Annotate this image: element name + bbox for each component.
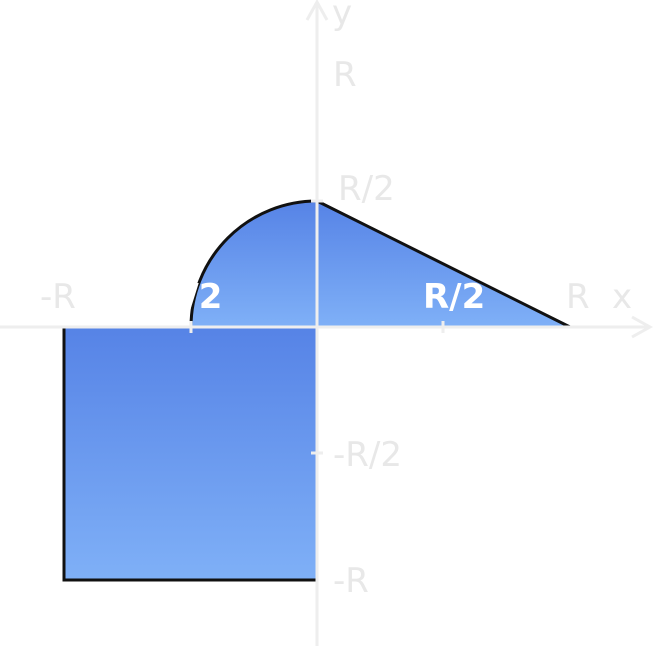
x-axis-arrow: [631, 315, 653, 339]
square-outline: [62, 327, 317, 582]
square-fill: [64, 327, 317, 580]
triangle-outline: [316, 199, 571, 329]
quarter-circle-outline: [189, 199, 318, 328]
tick-label-y-neg-r: -R: [333, 561, 369, 601]
tick-label-y-pos-half: R/2: [338, 169, 395, 209]
y-axis-name: y: [332, 0, 352, 33]
tick-label-x-neg-r: -R: [40, 277, 76, 317]
tick-label-x-pos-r: R: [566, 277, 590, 317]
y-axis-arrow: [305, 0, 329, 21]
quarter-circle-region: [191, 201, 317, 327]
x-axis-name: x: [612, 277, 632, 317]
tick-label-y-pos-r: R: [333, 55, 357, 95]
shaded-region: [62, 199, 571, 582]
tick-label-x-pos-half: R/2: [423, 277, 485, 317]
tick-label-y-neg-half: -R/2: [333, 435, 402, 475]
tick-label-x-neg-half: -R/2: [146, 277, 222, 317]
